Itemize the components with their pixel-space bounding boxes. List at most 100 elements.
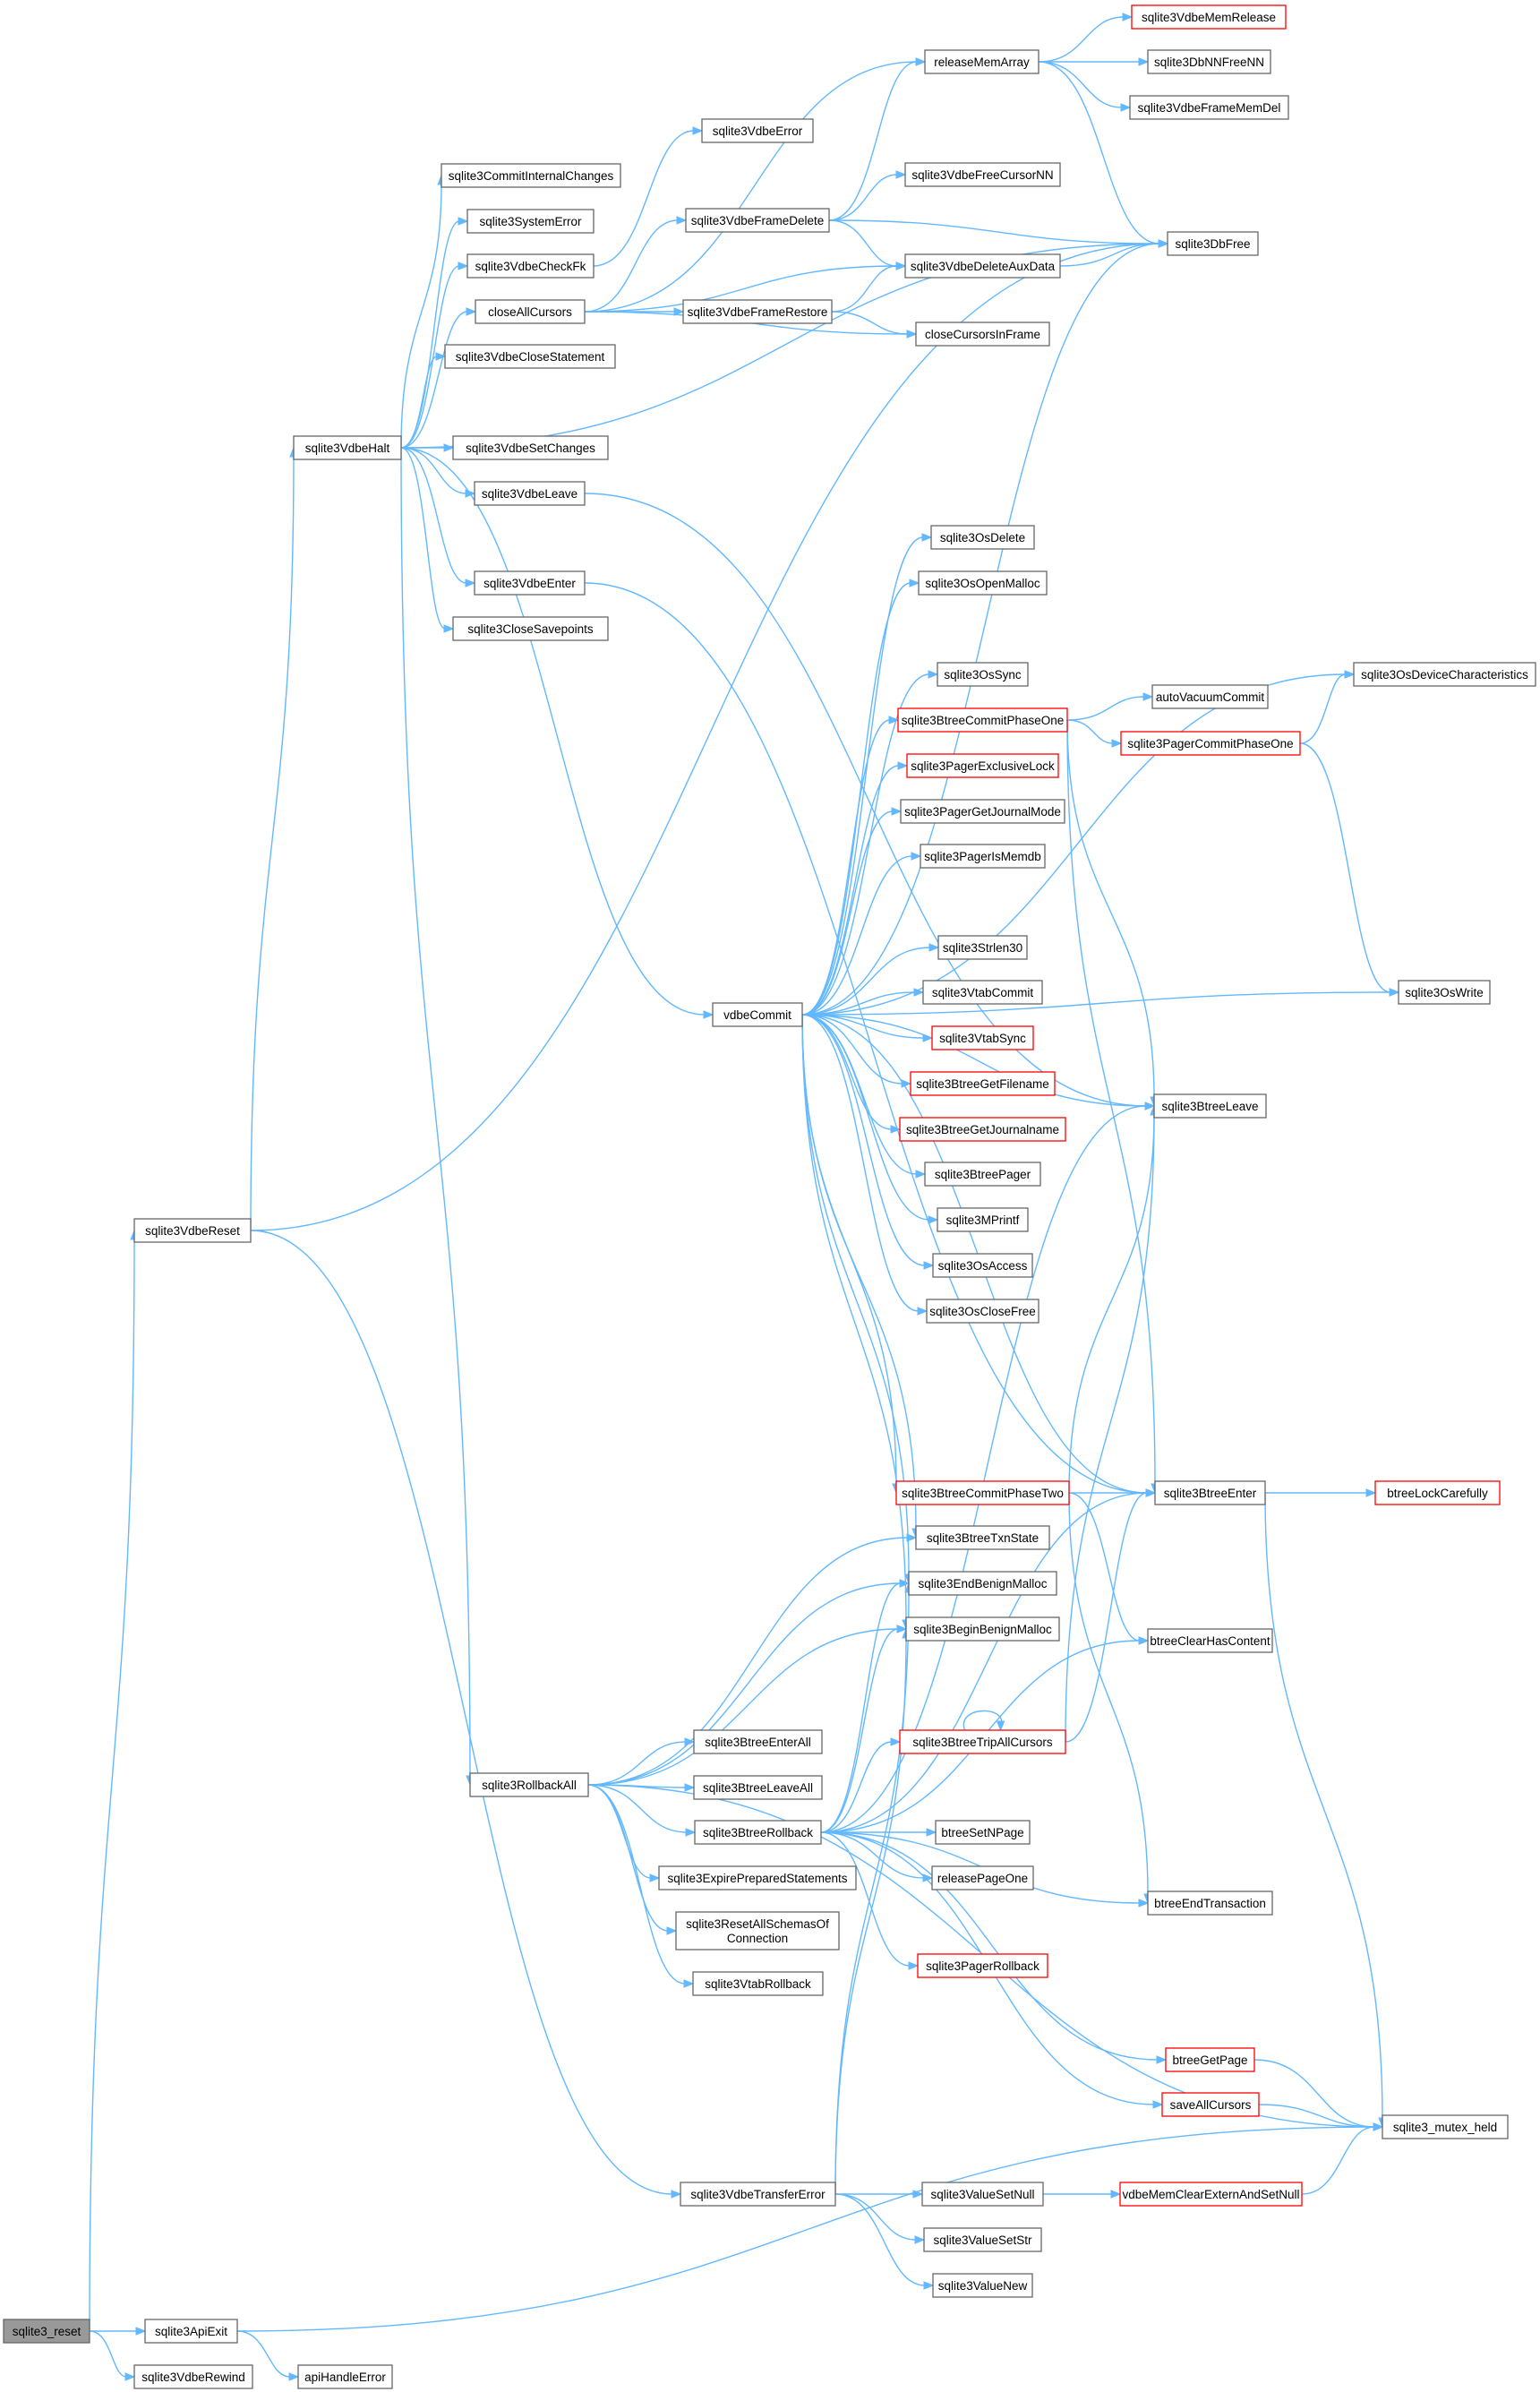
node-label: sqlite3CloseSavepoints — [467, 622, 594, 636]
node-autoVacuumCommit[interactable]: autoVacuumCommit — [1151, 684, 1269, 709]
edge-sqlite3VdbeReset-to-sqlite3VdbeHalt — [250, 446, 298, 1231]
node-box — [441, 163, 621, 188]
node-sqlite3CloseSavepoints[interactable]: sqlite3CloseSavepoints — [452, 616, 609, 641]
edge-vdbeCommit-to-sqlite3Strlen30 — [801, 943, 940, 1016]
node-sqlite3BtreeGetFilename[interactable]: sqlite3BtreeGetFilename — [910, 1071, 1056, 1096]
node-sqlite3MPrintf[interactable]: sqlite3MPrintf — [937, 1207, 1029, 1232]
node-sqlite3VtabSync[interactable]: sqlite3VtabSync — [931, 1025, 1034, 1050]
node-box — [1129, 95, 1289, 120]
node-sqlite3_reset[interactable]: sqlite3_reset — [3, 2319, 90, 2344]
node-sqlite3OsAccess[interactable]: sqlite3OsAccess — [932, 1253, 1033, 1278]
node-sqlite3VdbeFrameRestore[interactable]: sqlite3VdbeFrameRestore — [682, 299, 833, 324]
node-sqlite3VdbeFrameMemDel[interactable]: sqlite3VdbeFrameMemDel — [1129, 95, 1289, 120]
node-sqlite3VdbeTransferError[interactable]: sqlite3VdbeTransferError — [680, 2182, 836, 2207]
node-box — [444, 344, 616, 369]
node-box — [693, 1729, 823, 1754]
edge-vdbeCommit-to-sqlite3VtabCommit — [801, 988, 925, 1016]
node-saveAllCursors[interactable]: saveAllCursors — [1161, 2092, 1260, 2117]
edge-sqlite3VdbeReset-to-sqlite3VdbeTransferError — [250, 1230, 682, 2199]
node-sqlite3BtreeLeaveAll[interactable]: sqlite3BtreeLeaveAll — [693, 1775, 823, 1800]
node-sqlite3VtabCommit[interactable]: sqlite3VtabCommit — [922, 980, 1043, 1005]
node-sqlite3BtreeCommitPhaseOne[interactable]: sqlite3BtreeCommitPhaseOne — [897, 707, 1068, 733]
node-sqlite3DbFree[interactable]: sqlite3DbFree — [1167, 231, 1259, 256]
node-label: sqlite3VdbeFrameRestore — [688, 305, 828, 319]
node-sqlite3OsCloseFree[interactable]: sqlite3OsCloseFree — [926, 1299, 1040, 1324]
node-sqlite3VdbeHalt[interactable]: sqlite3VdbeHalt — [293, 435, 402, 460]
node-label: sqlite3BtreeTripAllCursors — [912, 1736, 1053, 1749]
node-btreeSetNPage[interactable]: btreeSetNPage — [935, 1820, 1031, 1845]
node-btreeEndTransaction[interactable]: btreeEndTransaction — [1147, 1890, 1273, 1916]
edge-vdbeCommit-to-sqlite3OsCloseFree — [801, 1014, 928, 1316]
node-sqlite3VdbeReset[interactable]: sqlite3VdbeReset — [133, 1218, 252, 1243]
edge-sqlite3VdbeTransferError-to-sqlite3ValueSetStr — [834, 2193, 926, 2244]
node-sqlite3OsWrite[interactable]: sqlite3OsWrite — [1398, 980, 1491, 1005]
node-sqlite3VdbeEnter[interactable]: sqlite3VdbeEnter — [474, 570, 586, 596]
node-sqlite3OsDelete[interactable]: sqlite3OsDelete — [930, 525, 1035, 550]
node-closeCursorsInFrame[interactable]: closeCursorsInFrame — [915, 322, 1050, 347]
node-sqlite3VdbeCloseStatement[interactable]: sqlite3VdbeCloseStatement — [444, 344, 616, 369]
node-sqlite3VdbeRewind[interactable]: sqlite3VdbeRewind — [133, 2364, 253, 2389]
node-sqlite3Strlen30[interactable]: sqlite3Strlen30 — [937, 935, 1028, 960]
node-sqlite3BtreeCommitPhaseTwo[interactable]: sqlite3BtreeCommitPhaseTwo — [895, 1480, 1070, 1505]
node-sqlite3OsDeviceCharacteristics[interactable]: sqlite3OsDeviceCharacteristics — [1353, 662, 1536, 687]
node-btreeGetPage[interactable]: btreeGetPage — [1165, 2047, 1255, 2072]
node-sqlite3_mutex_held[interactable]: sqlite3_mutex_held — [1382, 2114, 1509, 2139]
node-sqlite3ValueSetStr[interactable]: sqlite3ValueSetStr — [923, 2227, 1042, 2252]
node-box — [935, 1820, 1031, 1845]
node-sqlite3VdbeError[interactable]: sqlite3VdbeError — [701, 118, 814, 143]
edge-sqlite3RollbackAll-to-sqlite3ResetAllSchemasOfConnection — [587, 1784, 678, 1935]
node-label: sqlite3VdbeTransferError — [690, 2188, 826, 2201]
node-sqlite3VdbeFreeCursorNN[interactable]: sqlite3VdbeFreeCursorNN — [904, 162, 1061, 187]
node-sqlite3VdbeMemRelease[interactable]: sqlite3VdbeMemRelease — [1131, 4, 1287, 30]
node-sqlite3RollbackAll[interactable]: sqlite3RollbackAll — [469, 1772, 589, 1797]
node-sqlite3PagerRollback[interactable]: sqlite3PagerRollback — [917, 1953, 1048, 1978]
node-sqlite3VdbeSetChanges[interactable]: sqlite3VdbeSetChanges — [452, 435, 609, 460]
node-sqlite3BtreeLeave[interactable]: sqlite3BtreeLeave — [1153, 1093, 1267, 1119]
node-releasePageOne[interactable]: releasePageOne — [931, 1865, 1034, 1890]
node-sqlite3VdbeCheckFk[interactable]: sqlite3VdbeCheckFk — [466, 253, 595, 279]
edge-sqlite3ApiExit-to-sqlite3_mutex_held — [236, 2122, 1384, 2332]
node-sqlite3VdbeDeleteAuxData[interactable]: sqlite3VdbeDeleteAuxData — [904, 253, 1061, 279]
node-label: sqlite3VdbeError — [713, 124, 803, 138]
node-box — [675, 1911, 840, 1950]
node-sqlite3BtreeGetJournalname[interactable]: sqlite3BtreeGetJournalname — [899, 1117, 1066, 1142]
node-vdbeCommit[interactable]: vdbeCommit — [712, 1002, 803, 1027]
node-sqlite3BtreeEnter[interactable]: sqlite3BtreeEnter — [1154, 1480, 1266, 1505]
node-sqlite3BtreeRollback[interactable]: sqlite3BtreeRollback — [694, 1820, 822, 1845]
node-sqlite3ExpirePreparedStatements[interactable]: sqlite3ExpirePreparedStatements — [658, 1865, 857, 1890]
edge-sqlite3RollbackAll-to-sqlite3VtabRollback — [587, 1784, 695, 1988]
node-apiHandleError[interactable]: apiHandleError — [297, 2364, 393, 2389]
node-sqlite3OsSync[interactable]: sqlite3OsSync — [937, 662, 1029, 687]
node-sqlite3PagerCommitPhaseOne[interactable]: sqlite3PagerCommitPhaseOne — [1120, 731, 1301, 756]
node-releaseMemArray[interactable]: releaseMemArray — [924, 49, 1040, 74]
node-sqlite3PagerIsMemdb[interactable]: sqlite3PagerIsMemdb — [920, 844, 1046, 869]
node-sqlite3VtabRollback[interactable]: sqlite3VtabRollback — [692, 1971, 824, 1996]
node-sqlite3CommitInternalChanges[interactable]: sqlite3CommitInternalChanges — [441, 163, 621, 188]
node-sqlite3PagerGetJournalMode[interactable]: sqlite3PagerGetJournalMode — [900, 799, 1065, 824]
node-sqlite3ValueSetNull[interactable]: sqlite3ValueSetNull — [921, 2182, 1044, 2207]
node-sqlite3BeginBenignMalloc[interactable]: sqlite3BeginBenignMalloc — [905, 1616, 1060, 1642]
node-sqlite3BtreeEnterAll[interactable]: sqlite3BtreeEnterAll — [693, 1729, 823, 1754]
node-sqlite3BtreeTripAllCursors[interactable]: sqlite3BtreeTripAllCursors — [899, 1729, 1066, 1754]
node-sqlite3ApiExit[interactable]: sqlite3ApiExit — [144, 2319, 238, 2344]
node-sqlite3BtreeTxnState[interactable]: sqlite3BtreeTxnState — [915, 1525, 1050, 1550]
node-sqlite3DbNNFreeNN[interactable]: sqlite3DbNNFreeNN — [1147, 49, 1271, 74]
node-btreeLockCarefully[interactable]: btreeLockCarefully — [1374, 1480, 1501, 1505]
node-sqlite3PagerExclusiveLock[interactable]: sqlite3PagerExclusiveLock — [906, 753, 1059, 778]
node-label: sqlite3VdbeCloseStatement — [456, 350, 605, 364]
node-label: sqlite3PagerRollback — [926, 1959, 1040, 1973]
node-sqlite3SystemError[interactable]: sqlite3SystemError — [466, 209, 595, 234]
node-sqlite3VdbeLeave[interactable]: sqlite3VdbeLeave — [474, 481, 586, 506]
node-vdbeMemClearExternAndSetNull[interactable]: vdbeMemClearExternAndSetNull — [1119, 2182, 1303, 2207]
node-sqlite3BtreePager[interactable]: sqlite3BtreePager — [924, 1162, 1041, 1187]
node-label: sqlite3BeginBenignMalloc — [913, 1623, 1052, 1636]
node-sqlite3ValueNew[interactable]: sqlite3ValueNew — [932, 2273, 1033, 2298]
node-sqlite3EndBenignMalloc[interactable]: sqlite3EndBenignMalloc — [908, 1571, 1057, 1596]
node-closeAllCursors[interactable]: closeAllCursors — [475, 299, 586, 324]
node-sqlite3VdbeFrameDelete[interactable]: sqlite3VdbeFrameDelete — [685, 208, 830, 233]
node-sqlite3OsOpenMalloc[interactable]: sqlite3OsOpenMalloc — [918, 570, 1048, 596]
node-btreeClearHasContent[interactable]: btreeClearHasContent — [1147, 1628, 1273, 1653]
edge-releaseMemArray-to-sqlite3VdbeFrameMemDel — [1038, 61, 1132, 112]
